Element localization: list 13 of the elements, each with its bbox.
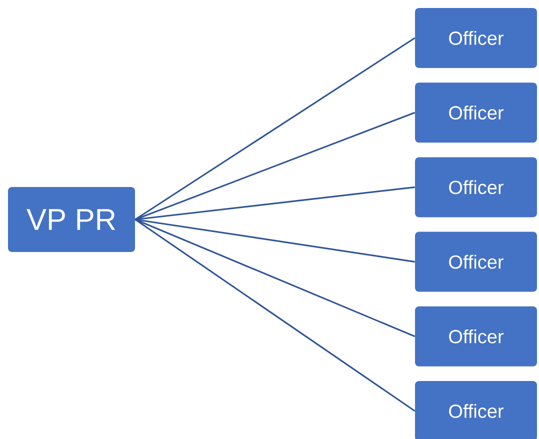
officer-box: Officer <box>415 82 537 143</box>
officer-box: Officer <box>415 157 537 218</box>
connector-line <box>134 37 416 220</box>
officer-box: Officer <box>415 381 537 439</box>
officer-box: Officer <box>415 232 537 292</box>
officer-box: Officer <box>415 8 537 68</box>
connector-line <box>134 218 416 412</box>
connector-line <box>134 218 416 338</box>
officer-box: Officer <box>415 306 537 366</box>
title-box: VP PR <box>8 187 135 252</box>
connector-line <box>135 186 415 220</box>
connector-line <box>135 218 415 263</box>
connector-line <box>134 112 416 220</box>
